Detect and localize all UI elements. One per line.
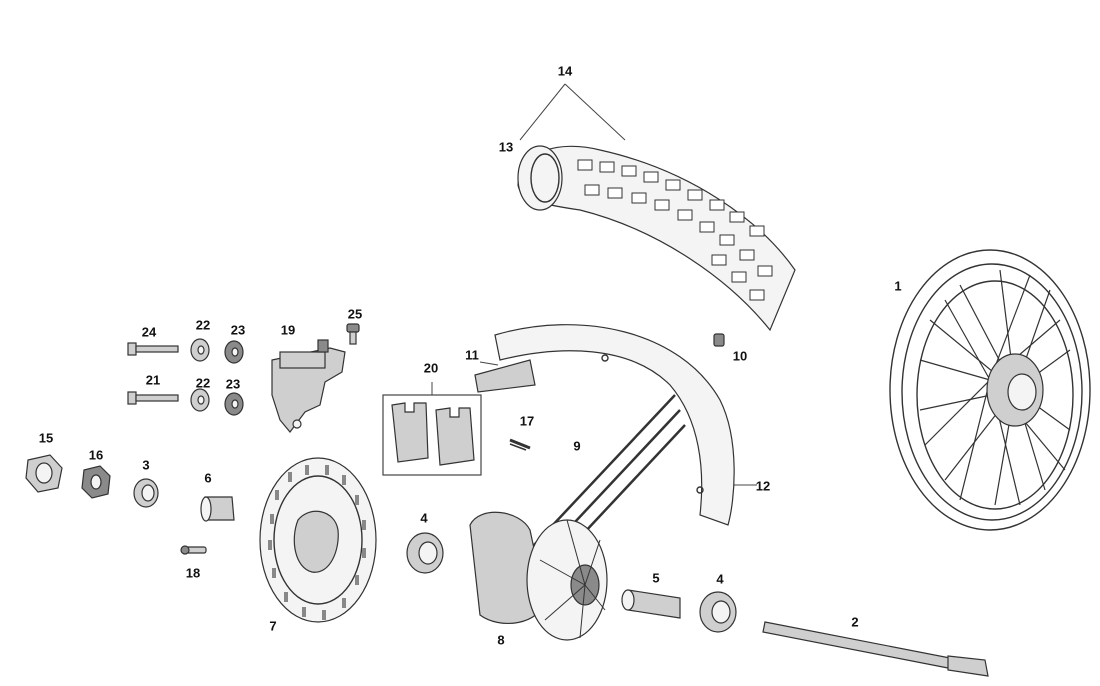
tire-part-13-14 [517,145,796,332]
washer-part-22-top [190,338,210,362]
axle-part-2 [762,621,989,677]
bolt-part-24 [127,342,179,356]
label-part-14: 14 [557,63,573,79]
label-part-10: 10 [732,348,748,364]
screw-part-18 [180,545,207,555]
valve-part-10 [713,333,725,347]
label-part-6: 6 [204,470,212,486]
label-part-9: 9 [573,438,581,454]
label-part-22-top: 22 [195,317,211,333]
mudguard-part-11-12 [474,324,735,526]
bolt-part-21 [127,391,179,405]
label-part-8: 8 [497,632,505,648]
pin-part-17 [509,438,531,451]
brake-pads-part-20 [382,394,482,476]
spacer-part-5 [621,589,681,619]
wheel-part-1 [889,249,1091,531]
nut-part-15 [25,454,63,493]
label-part-17: 17 [519,413,535,429]
bleed-screw-part-25 [346,323,360,345]
caliper-part-19 [271,339,346,433]
label-part-11: 11 [465,347,479,363]
nut-part-23-top [224,340,244,364]
brake-disc-part-7 [259,457,377,623]
label-part-13: 13 [498,139,514,155]
bearing-part-4-right [699,591,737,633]
washer-part-22-bottom [190,388,210,412]
label-part-23-bottom: 23 [225,376,241,392]
seal-part-3 [133,478,159,508]
label-part-22-bottom: 22 [195,375,211,391]
label-part-18: 18 [185,565,201,581]
label-part-1: 1 [894,278,902,294]
label-part-7: 7 [269,618,277,634]
nut-part-16 [81,465,111,499]
label-part-25: 25 [347,306,363,322]
label-part-12: 12 [755,478,771,494]
label-part-4-right: 4 [716,571,724,587]
label-part-16: 16 [88,447,104,463]
label-part-5: 5 [652,570,660,586]
sleeve-part-6 [200,496,235,522]
label-part-2: 2 [851,614,859,630]
label-part-23-top: 23 [230,322,246,338]
hub-part-8 [469,511,608,641]
label-part-19: 19 [280,322,296,338]
label-part-24: 24 [141,324,157,340]
label-part-3: 3 [142,457,150,473]
bearing-part-4-left [406,532,444,574]
label-part-15: 15 [38,430,54,446]
label-part-20: 20 [423,360,439,376]
label-part-4-left: 4 [420,510,428,526]
nut-part-23-bottom [224,392,244,416]
label-part-21: 21 [145,372,161,388]
